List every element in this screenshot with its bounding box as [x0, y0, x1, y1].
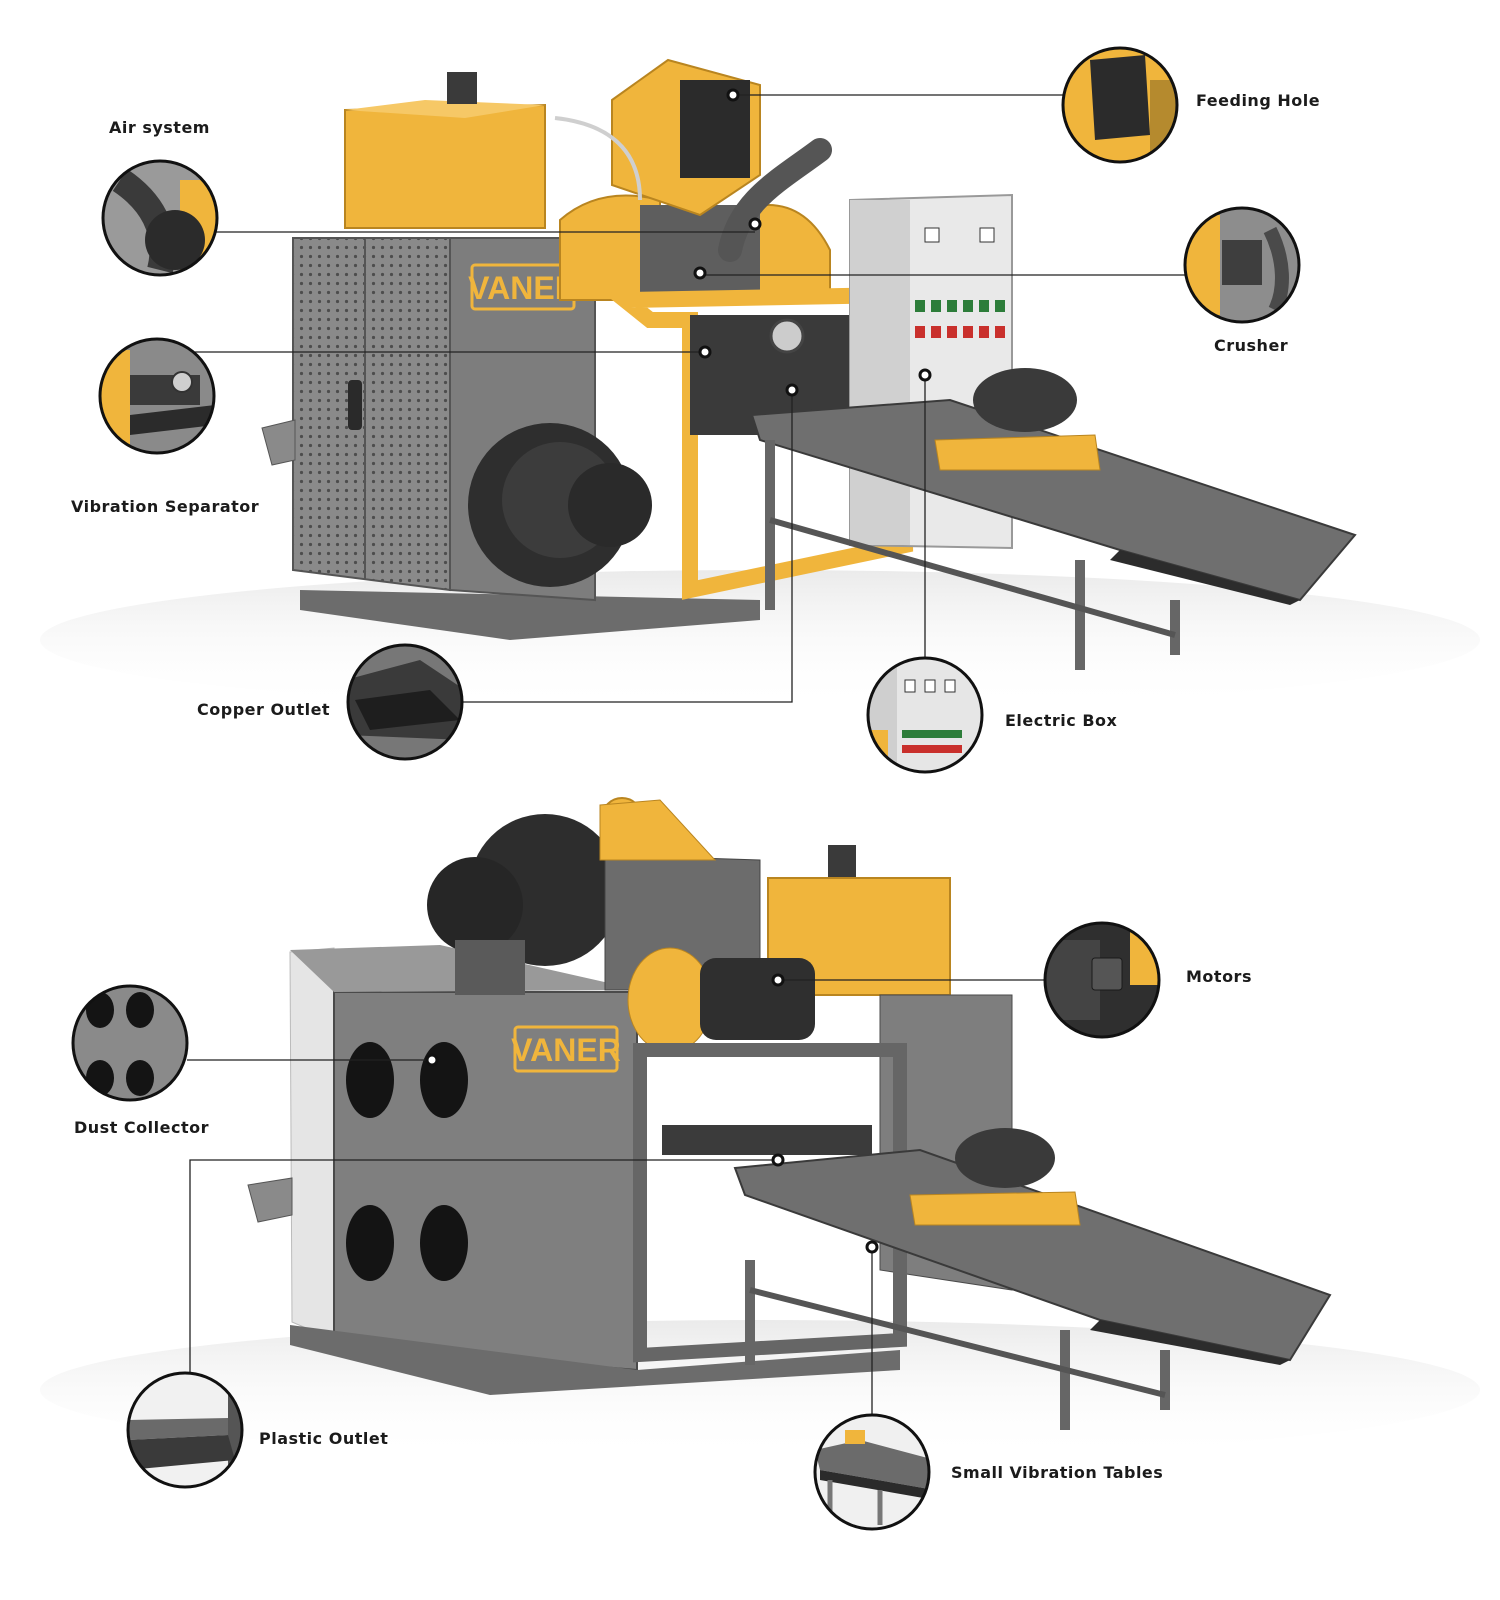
label-plastic-outlet: Plastic Outlet	[259, 1429, 389, 1448]
detail-circle-air-system	[101, 159, 219, 277]
detail-circle-feeding-hole	[1061, 46, 1179, 164]
label-feeding-hole: Feeding Hole	[1196, 91, 1321, 110]
label-air-system: Air system	[109, 118, 210, 137]
bottom-machine: VANER	[40, 797, 1480, 1460]
bottom-brand-badge: VANER	[511, 1025, 621, 1073]
label-dust-collector: Dust Collector	[74, 1118, 209, 1137]
label-motors: Motors	[1186, 967, 1252, 986]
detail-circle-crusher	[1183, 206, 1301, 324]
detail-circle-motors	[1043, 921, 1161, 1039]
label-vibration-separator: Vibration Separator	[71, 497, 260, 516]
top-electric-indicators	[915, 300, 1005, 312]
callout-dots	[425, 88, 932, 1254]
detail-circle-plastic-outlet	[126, 1371, 244, 1489]
top-machine: VANER	[40, 58, 1480, 710]
label-small-vibration-tables: Small Vibration Tables	[951, 1463, 1164, 1482]
leader-plastic-outlet	[189, 1159, 778, 1372]
detail-circle-copper-outlet	[346, 643, 464, 761]
label-copper-outlet: Copper Outlet	[197, 700, 331, 719]
leader-copper-outlet	[462, 390, 793, 703]
detail-circle-dust-collector	[71, 984, 189, 1102]
label-electric-box: Electric Box	[1005, 711, 1118, 730]
detail-circle-small-vibration-tables	[813, 1413, 931, 1531]
label-crusher: Crusher	[1214, 336, 1289, 355]
callout-lines	[187, 94, 1185, 1415]
bottom-brand-text: VANER	[511, 1032, 621, 1068]
detail-circle-vibration-separator	[98, 337, 216, 455]
